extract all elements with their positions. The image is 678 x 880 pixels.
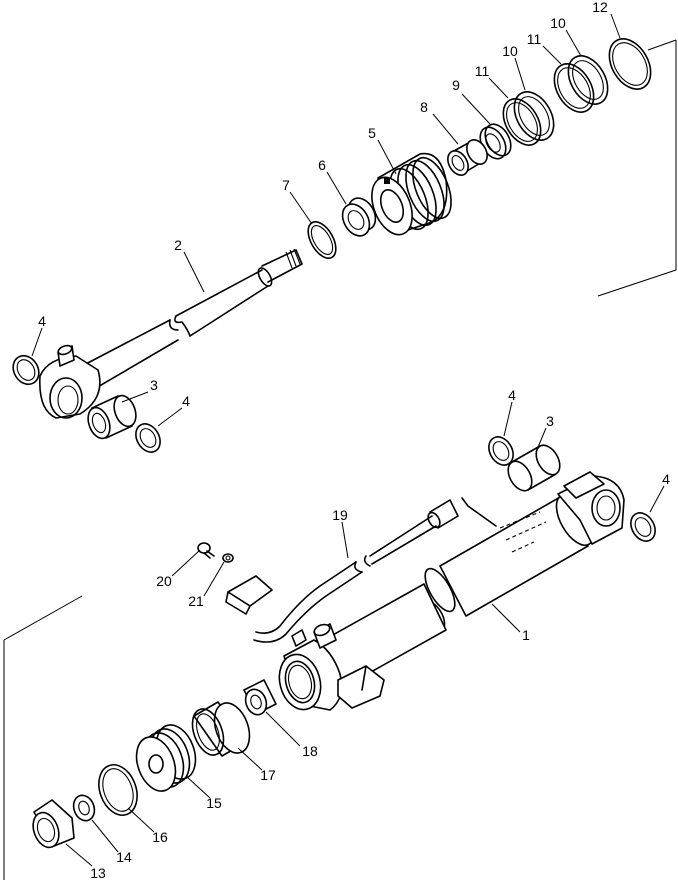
callout-4a: 4 — [38, 313, 46, 329]
callout-18: 18 — [302, 743, 318, 759]
callout-5: 5 — [368, 125, 376, 141]
callout-11a: 11 — [527, 31, 542, 47]
callout-3a: 3 — [150, 377, 158, 393]
callout-13: 13 — [90, 865, 106, 880]
part-4-ring-upper-left — [12, 354, 40, 386]
part-11-ring-upper — [553, 63, 595, 113]
part-12-ring — [608, 38, 652, 90]
part-19-tube — [225, 497, 497, 643]
part-8-bushing — [447, 139, 488, 176]
part-7-ring — [307, 221, 337, 259]
part-4-ring-lower-left — [135, 423, 161, 453]
callout-14: 14 — [116, 849, 132, 865]
part-10-ring-upper — [567, 55, 609, 105]
callout-4b: 4 — [182, 393, 190, 409]
part-10-ring-lower — [513, 91, 555, 141]
callout-3b: 3 — [546, 413, 554, 429]
part-20-bolt — [197, 542, 215, 559]
part-3-bushing-right — [507, 444, 561, 492]
callout-labels: 12 10 11 10 11 9 8 5 6 7 2 4 3 4 4 3 4 1… — [38, 0, 670, 880]
callout-10a: 10 — [550, 15, 566, 31]
callout-20: 20 — [156, 573, 172, 589]
part-11-ring-lower — [502, 98, 542, 146]
callout-8: 8 — [420, 99, 428, 115]
part-13-fitting — [32, 799, 75, 849]
part-4-ring-right-upper — [488, 436, 514, 466]
part-6-nut — [341, 197, 377, 237]
callout-15: 15 — [206, 795, 222, 811]
callout-12: 12 — [592, 0, 608, 15]
frame-lines — [3, 39, 677, 880]
part-2-piston-rod — [39, 248, 303, 419]
callout-21: 21 — [188, 593, 204, 609]
callout-16: 16 — [152, 829, 168, 845]
part-15-head — [135, 724, 197, 792]
part-17-bushing — [191, 701, 251, 757]
part-21-washer — [222, 553, 234, 563]
callout-11b: 11 — [475, 63, 490, 79]
callout-19: 19 — [332, 507, 348, 523]
part-4-ring-right — [630, 512, 656, 542]
callout-9: 9 — [452, 77, 460, 93]
part-18-nut — [243, 679, 277, 716]
part-16-ring — [98, 764, 138, 816]
callout-4c: 4 — [508, 387, 516, 403]
callout-6: 6 — [318, 157, 326, 173]
callout-10b: 10 — [502, 43, 518, 59]
part-3-bushing-upper-left — [87, 394, 137, 440]
callout-2: 2 — [174, 237, 182, 253]
callout-1: 1 — [522, 627, 530, 643]
callout-7: 7 — [282, 177, 290, 193]
part-1-cylinder-tube — [278, 471, 625, 711]
callout-4d: 4 — [662, 471, 670, 487]
callout-17: 17 — [260, 767, 276, 783]
part-14-washer — [72, 794, 96, 822]
part-5-piston — [371, 152, 452, 236]
leader-lines — [31, 13, 665, 867]
